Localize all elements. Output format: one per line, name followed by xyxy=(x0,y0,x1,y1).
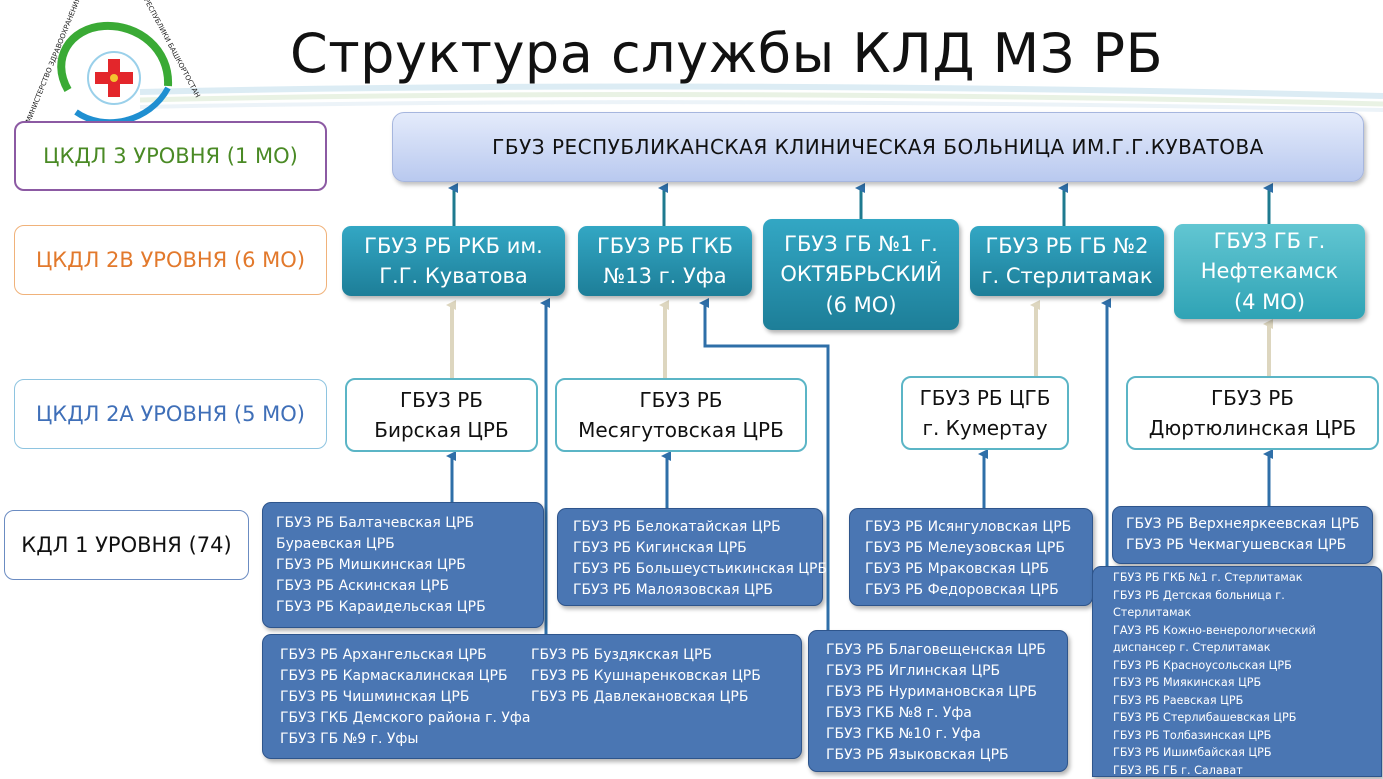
header-swoosh xyxy=(140,86,1383,110)
list-item: ГБУЗ РБ Белокатайская ЦРБ xyxy=(573,517,822,538)
level-label-3-text: ЦКДЛ 3 УРОВНЯ (1 МО) xyxy=(43,144,298,168)
list-rkb-district: ГБУЗ РБ Архангельская ЦРБ ГБУЗ РБ Кармас… xyxy=(262,634,802,759)
list-item: ГБУЗ ГКБ Демского района г. Уфа xyxy=(280,708,530,729)
list-item: ГБУЗ РБ Красноусольская ЦРБ xyxy=(1113,657,1381,675)
list-item: ГБУЗ РБ Исянгуловская ЦРБ xyxy=(865,517,1092,538)
list-sterlitamak-district: ГБУЗ РБ ГКБ №1 г. Стерлитамак ГБУЗ РБ Де… xyxy=(1092,566,1382,777)
list-column-1: ГБУЗ РБ Архангельская ЦРБ ГБУЗ РБ Кармас… xyxy=(280,645,530,750)
list-item: ГБУЗ РБ Толбазинская ЦРБ xyxy=(1113,727,1381,745)
page-title: Структура службы КЛД МЗ РБ xyxy=(290,22,1163,85)
list-item: ГБУЗ РБ ГБ г. Салават xyxy=(1113,762,1381,779)
node-line: ГБУЗ РБ ГКБ xyxy=(597,231,733,261)
list-item: ГБУЗ РБ ГКБ №1 г. Стерлитамак xyxy=(1113,569,1381,587)
list-item: ГБУЗ ГБ №9 г. Уфы xyxy=(280,729,530,750)
list-item: Бураевская ЦРБ xyxy=(276,534,543,555)
list-item: ГБУЗ ГКБ №10 г. Уфа xyxy=(826,724,1067,745)
level-label-2b: ЦКДЛ 2В УРОВНЯ (6 МО) xyxy=(14,225,327,295)
list-item: ГБУЗ РБ Федоровская ЦРБ xyxy=(865,580,1092,601)
list-item: ГБУЗ РБ Аскинская ЦРБ xyxy=(276,576,543,597)
node-gb1-oktyabrsky: ГБУЗ ГБ №1 г.ОКТЯБРЬСКИЙ(6 МО) xyxy=(763,219,959,330)
list-dyurtyuli-district: ГБУЗ РБ Верхнеяркеевская ЦРБ ГБУЗ РБ Чек… xyxy=(1112,506,1373,564)
list-item: ГБУЗ РБ Кармаскалинская ЦРБ xyxy=(280,666,530,687)
list-item: ГАУЗ РБ Кожно-венерологический xyxy=(1113,622,1381,640)
list-item: ГБУЗ РБ Чекмагушевская ЦРБ xyxy=(1126,535,1372,556)
list-item: ГБУЗ РБ Иглинская ЦРБ xyxy=(826,661,1067,682)
node-republican-hospital: ГБУЗ РЕСПУБЛИКАНСКАЯ КЛИНИЧЕСКАЯ БОЛЬНИЦ… xyxy=(392,112,1364,182)
list-item: ГБУЗ РБ Чишминская ЦРБ xyxy=(280,687,530,708)
list-item: ГБУЗ РБ Раевская ЦРБ xyxy=(1113,692,1381,710)
node-line: г. Стерлитамак xyxy=(981,261,1152,291)
list-gkb13-district: ГБУЗ РБ Благовещенская ЦРБ ГБУЗ РБ Иглин… xyxy=(808,630,1068,772)
list-kumertau-district: ГБУЗ РБ Исянгуловская ЦРБ ГБУЗ РБ Мелеуз… xyxy=(849,508,1093,606)
node-line: Дюртюлинская ЦРБ xyxy=(1149,413,1357,443)
node-line: Г.Г. Куватова xyxy=(364,261,543,291)
list-item: ГБУЗ РБ Миякинская ЦРБ xyxy=(1113,674,1381,692)
level-label-1-text: КДЛ 1 УРОВНЯ (74) xyxy=(21,533,231,557)
list-item: ГБУЗ РБ Языковская ЦРБ xyxy=(826,745,1067,766)
list-item: ГБУЗ РБ Караидельская ЦРБ xyxy=(276,597,543,618)
node-line: ГБУЗ РБ xyxy=(578,385,784,415)
list-column-2: ГБУЗ РБ Буздякская ЦРБ ГБУЗ РБ Кушнаренк… xyxy=(531,645,761,708)
list-item: ГБУЗ РБ Детская больница г. xyxy=(1113,587,1381,605)
list-birsk-district: ГБУЗ РБ Балтачевская ЦРБ Бураевская ЦРБ … xyxy=(262,502,544,628)
node-line: ГБУЗ РБ ЦГБ xyxy=(920,383,1051,413)
level-label-2a: ЦКДЛ 2А УРОВНЯ (5 МО) xyxy=(14,379,327,449)
ministry-logo: МИНИСТЕРСТВО ЗДРАВООХРАНЕНИЯ РЕСПУБЛИКИ … xyxy=(20,4,190,140)
node-line: Нефтекамск xyxy=(1201,256,1338,286)
node-line: ГБУЗ РБ xyxy=(1149,383,1357,413)
list-item: ГБУЗ РБ Ишимбайская ЦРБ xyxy=(1113,744,1381,762)
list-item: ГБУЗ РБ Благовещенская ЦРБ xyxy=(826,640,1067,661)
list-item: Стерлитамак xyxy=(1113,604,1381,622)
list-item: ГБУЗ РБ Архангельская ЦРБ xyxy=(280,645,530,666)
node-republican-hospital-text: ГБУЗ РЕСПУБЛИКАНСКАЯ КЛИНИЧЕСКАЯ БОЛЬНИЦ… xyxy=(492,135,1264,159)
list-mesyagutovo-district: ГБУЗ РБ Белокатайская ЦРБ ГБУЗ РБ Кигинс… xyxy=(557,508,823,606)
list-item: ГБУЗ ГКБ №8 г. Уфа xyxy=(826,703,1067,724)
list-item: ГБУЗ РБ Мелеузовская ЦРБ xyxy=(865,538,1092,559)
list-item: ГБУЗ РБ Стерлибашевская ЦРБ xyxy=(1113,709,1381,727)
list-item: ГБУЗ РБ Нуримановская ЦРБ xyxy=(826,682,1067,703)
node-line: Месягутовская ЦРБ xyxy=(578,415,784,445)
list-item: ГБУЗ РБ Верхнеяркеевская ЦРБ xyxy=(1126,514,1372,535)
node-line: ГБУЗ РБ ГБ №2 xyxy=(981,231,1152,261)
node-line: ОКТЯБРЬСКИЙ xyxy=(780,259,941,289)
list-item: диспансер г. Стерлитамак xyxy=(1113,639,1381,657)
node-line: (4 МО) xyxy=(1201,287,1338,317)
list-item: ГБУЗ РБ Балтачевская ЦРБ xyxy=(276,513,543,534)
node-line: ГБУЗ ГБ г. xyxy=(1201,226,1338,256)
list-item: ГБУЗ РБ Мишкинская ЦРБ xyxy=(276,555,543,576)
node-line: №13 г. Уфа xyxy=(597,261,733,291)
list-item: ГБУЗ РБ Давлекановская ЦРБ xyxy=(531,687,761,708)
node-gb-neftekamsk: ГБУЗ ГБ г.Нефтекамск(4 МО) xyxy=(1174,224,1365,319)
list-item: ГБУЗ РБ Большеустьикинская ЦРБ xyxy=(573,559,822,580)
list-item: ГБУЗ РБ Кушнаренковская ЦРБ xyxy=(531,666,761,687)
level-label-2b-text: ЦКДЛ 2В УРОВНЯ (6 МО) xyxy=(36,248,305,272)
list-item: ГБУЗ РБ Мраковская ЦРБ xyxy=(865,559,1092,580)
list-item: ГБУЗ РБ Буздякская ЦРБ xyxy=(531,645,761,666)
node-line: Бирская ЦРБ xyxy=(374,415,508,445)
node-line: (6 МО) xyxy=(780,290,941,320)
node-line: ГБУЗ РБ xyxy=(374,385,508,415)
node-line: ГБУЗ ГБ №1 г. xyxy=(780,229,941,259)
node-rkb-kuvatov: ГБУЗ РБ РКБ им.Г.Г. Куватова xyxy=(342,226,565,296)
level-label-1: КДЛ 1 УРОВНЯ (74) xyxy=(4,510,249,580)
level-label-2a-text: ЦКДЛ 2А УРОВНЯ (5 МО) xyxy=(36,402,305,426)
node-line: ГБУЗ РБ РКБ им. xyxy=(364,231,543,261)
level-label-3: ЦКДЛ 3 УРОВНЯ (1 МО) xyxy=(14,121,327,191)
list-item: ГБУЗ РБ Кигинская ЦРБ xyxy=(573,538,822,559)
list-item: ГБУЗ РБ Малоязовская ЦРБ xyxy=(573,580,822,601)
node-line: г. Кумертау xyxy=(920,413,1051,443)
